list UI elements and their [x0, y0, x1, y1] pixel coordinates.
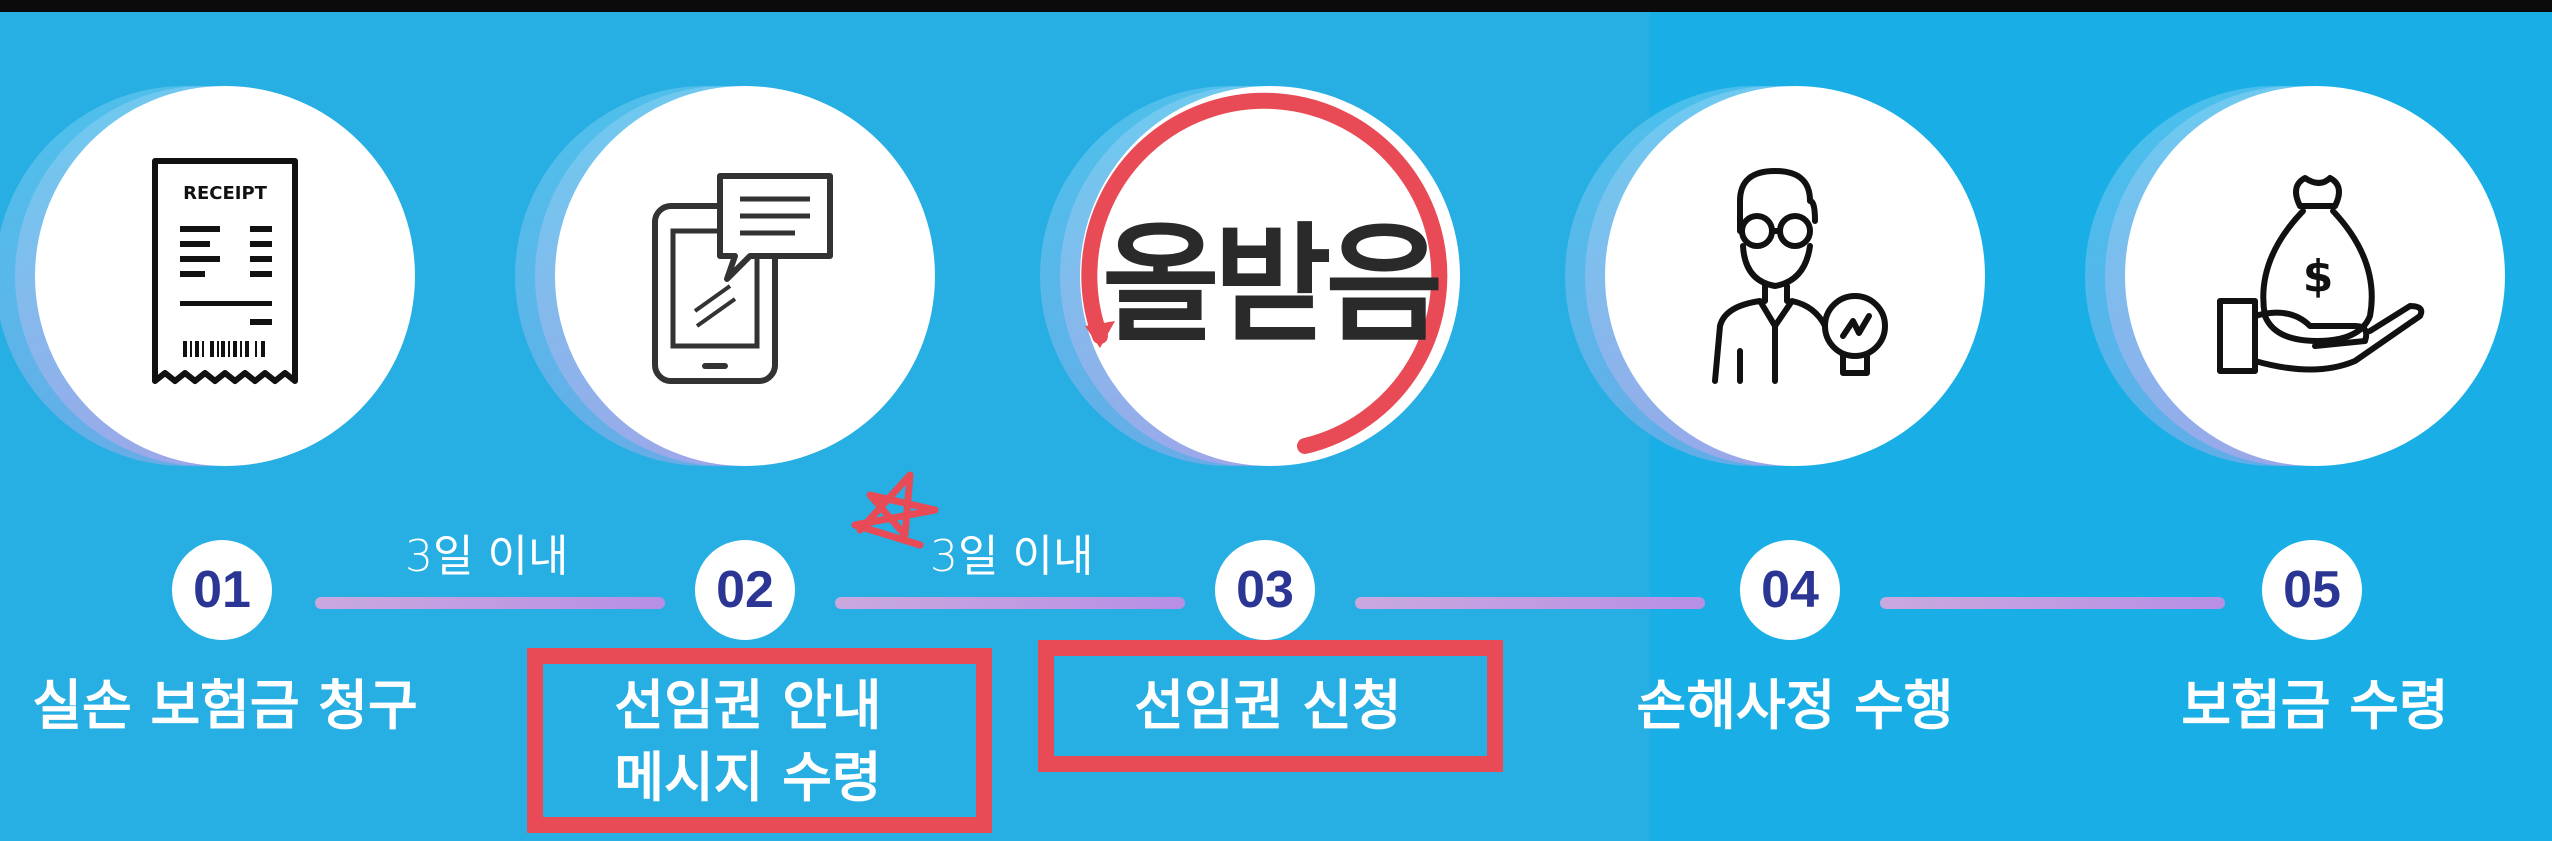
step-3-label: 선임권 신청	[1134, 674, 1402, 737]
receipt-icon: RECEIPT	[152, 158, 298, 384]
highlight-step-3	[1038, 640, 1503, 772]
phone-message-icon	[652, 173, 833, 384]
step-5-number: 05	[2262, 540, 2362, 640]
step-1-label: 실손 보험금 청구	[32, 674, 418, 737]
adjuster-idea-icon	[1712, 168, 1888, 384]
connector-1-2	[315, 597, 665, 609]
step-2-circle	[515, 86, 935, 466]
step-1-number: 01	[172, 540, 272, 640]
step-5-circle: $	[2085, 86, 2505, 466]
step-4-circle	[1565, 86, 1985, 466]
step-3-circle: 올받음	[1040, 86, 1460, 466]
top-bar	[0, 0, 2552, 12]
highlight-step-2	[527, 648, 992, 833]
connector-4-5	[1880, 597, 2225, 609]
receipt-icon-text: RECEIPT	[183, 183, 268, 204]
brand-arrow-icon	[1081, 92, 1448, 454]
step-3-number: 03	[1215, 540, 1315, 640]
connector-2-label: 3일 이내	[930, 531, 1094, 582]
brand-logo: 올받음	[1102, 211, 1443, 360]
step-1-circle: RECEIPT	[0, 86, 415, 466]
money-bag-hand-icon: $	[2217, 175, 2425, 374]
step-2-number: 02	[695, 540, 795, 640]
connector-1-label: 3일 이내	[405, 531, 569, 582]
scribble-mark	[851, 471, 939, 549]
svg-text:$: $	[2303, 251, 2334, 302]
connector-3-4	[1355, 597, 1705, 609]
connector-2-3	[835, 597, 1185, 609]
step-5-label: 보험금 수령	[2181, 674, 2449, 737]
step-4-number: 04	[1740, 540, 1840, 640]
step-4-label: 손해사정 수행	[1636, 674, 1954, 737]
